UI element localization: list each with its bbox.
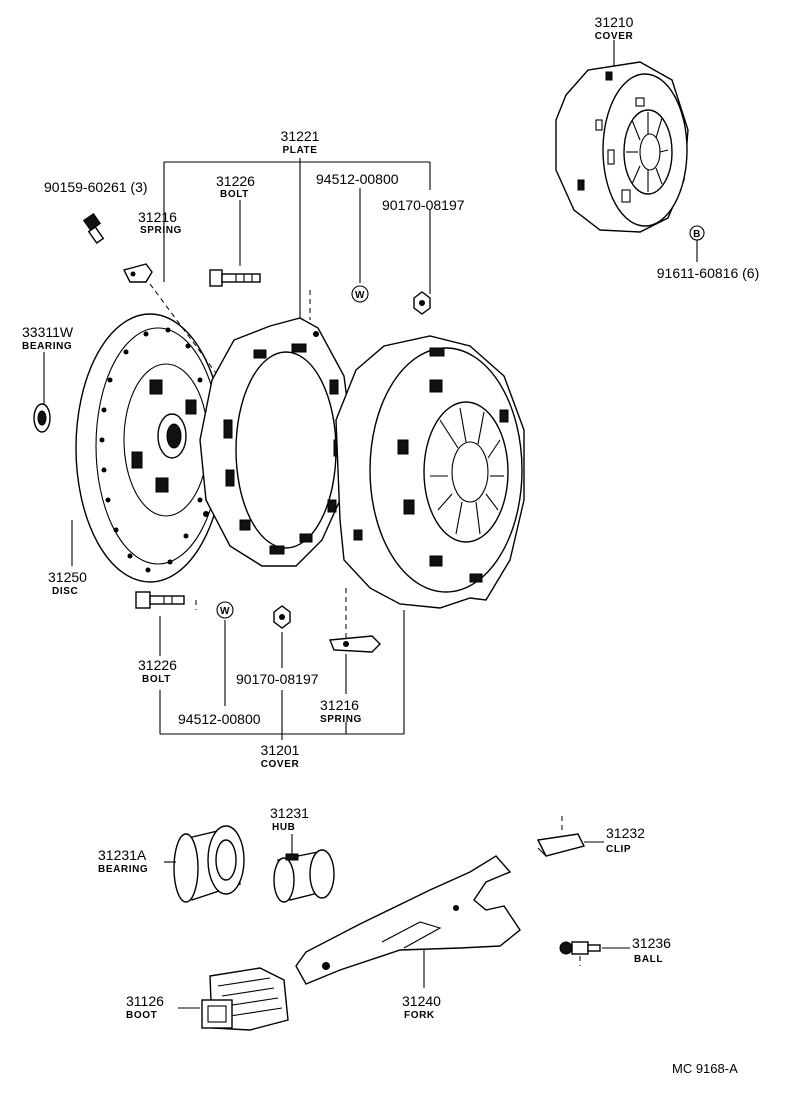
w-marker-bottom: W [216, 601, 234, 619]
label-31232-number: 31232 [606, 825, 645, 841]
label-31221-name: PLATE [282, 145, 317, 156]
cover-bracket-lines [159, 610, 405, 740]
hub-31231-drawing [273, 849, 335, 903]
label-31126-number: 31126 [126, 993, 164, 1009]
bolt-31226-top-drawing [209, 269, 261, 287]
label-31201-name: COVER [261, 759, 300, 770]
b-marker-letter: B [693, 229, 701, 240]
plate-bracket-lines [163, 158, 431, 320]
label-31216-top-name: SPRING [140, 225, 182, 236]
w-marker-top: W [351, 285, 369, 303]
label-31226-bottom-number: 31226 [138, 657, 177, 673]
label-31232-name: CLIP [606, 844, 631, 855]
label-91611-number: 91611-60816 (6) [657, 265, 759, 281]
w-marker-bottom-letter: W [220, 606, 230, 617]
w-marker-top-letter: W [355, 290, 365, 301]
label-31226-top-number: 31226 [216, 173, 255, 189]
bolt-31226-bottom-drawing [135, 591, 185, 609]
label-31236-name: BALL [634, 954, 663, 965]
label-31216-bottom-number: 31216 [320, 697, 359, 713]
label-31250-name: DISC [52, 586, 78, 597]
label-31231-number: 31231 [270, 805, 309, 821]
bearing-31231a-drawing [173, 825, 245, 903]
spring-31216-bottom-drawing [329, 635, 381, 653]
bolt-90159-drawing [82, 212, 105, 245]
label-31250-number: 31250 [48, 569, 87, 585]
disc-31250-drawing [75, 313, 225, 583]
label-31226-top-name: BOLT [220, 189, 249, 200]
cover-31210-drawing [555, 40, 689, 233]
nut-90170-bottom-drawing [273, 605, 291, 629]
label-94512-top-number: 94512-00800 [316, 171, 399, 187]
label-90170-bottom-number: 90170-08197 [236, 671, 319, 687]
plate-31221-drawing [199, 317, 353, 567]
label-31216-top-number: 31216 [138, 209, 177, 225]
spring-31216-top-drawing [122, 263, 153, 283]
label-31231-name: HUB [272, 822, 295, 833]
label-31240-number: 31240 [402, 993, 441, 1009]
cover-31201-drawing [335, 335, 525, 609]
diagram-reference-code: MC 9168-A [672, 1061, 738, 1076]
label-33311w-name: BEARING [22, 341, 72, 352]
label-31226-bottom-name: BOLT [142, 674, 171, 685]
boot-31126-drawing [201, 967, 289, 1031]
label-31201-number: 31201 [261, 742, 300, 758]
label-31210-name: COVER [595, 31, 634, 42]
label-90170-top-number: 90170-08197 [382, 197, 465, 213]
label-31236-number: 31236 [632, 935, 671, 951]
label-94512-bottom-number: 94512-00800 [178, 711, 261, 727]
ball-31236-drawing [559, 941, 601, 966]
label-31216-bottom-name: SPRING [320, 714, 362, 725]
label-31210-number: 31210 [595, 14, 634, 30]
label-90159-number: 90159-60261 (3) [44, 179, 148, 195]
label-33311w-number: 33311W [22, 324, 74, 340]
label-31221-number: 31221 [281, 128, 320, 144]
nut-90170-top-drawing [413, 291, 431, 315]
clip-31232-drawing [536, 816, 586, 857]
label-31240-name: FORK [404, 1010, 435, 1021]
label-31231a-number: 31231A [98, 847, 147, 863]
fork-31240-drawing [295, 855, 521, 985]
label-31126-name: BOOT [126, 1010, 157, 1021]
b-marker: B [689, 225, 705, 262]
label-31231a-name: BEARING [98, 864, 148, 875]
bearing-33311w-drawing [33, 403, 51, 433]
